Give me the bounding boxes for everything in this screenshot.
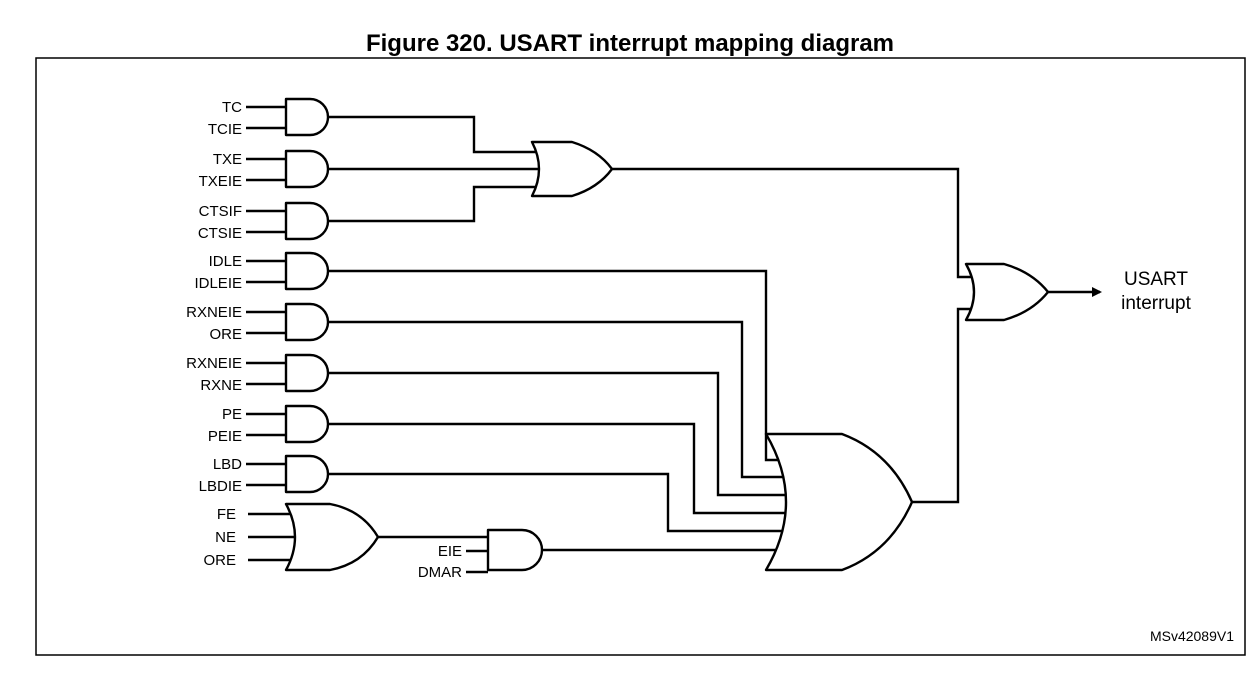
fe-label: FE	[217, 506, 236, 523]
and-gate-rxneie-ore: RXNEIE ORE	[186, 302, 330, 343]
usart-label: USART	[1124, 269, 1188, 290]
eie-label: EIE	[438, 543, 462, 560]
ctsif-label: CTSIF	[199, 203, 242, 220]
peie-label: PEIE	[208, 428, 242, 445]
reference-code: MSv42089V1	[1150, 628, 1234, 644]
figure-title: Figure 320. USART interrupt mapping diag…	[365, 30, 895, 57]
or-gate-errors: FE NE ORE	[203, 502, 380, 572]
or-gate-rx	[764, 432, 914, 572]
rxneie-label-2: RXNEIE	[186, 355, 242, 372]
wire-pe-to-or	[328, 422, 787, 515]
wire-ctsif-to-or	[328, 185, 540, 223]
dmar-label: DMAR	[418, 564, 462, 581]
and-gate-lbd: LBD LBDIE	[199, 454, 330, 495]
rxne-label: RXNE	[200, 377, 242, 394]
or-gate-final	[964, 262, 1050, 322]
ne-label: NE	[215, 529, 236, 546]
lbd-label: LBD	[213, 456, 242, 473]
ctsie-label: CTSIE	[198, 225, 242, 242]
and-gate-idle: IDLE IDLEIE	[194, 251, 330, 292]
or-gate-tx	[530, 140, 614, 198]
wire-tc-to-or	[328, 115, 540, 154]
and-gate-rxneie-rxne: RXNEIE RXNE	[186, 353, 330, 394]
and-gate-ctsif: CTSIF CTSIE	[198, 201, 330, 242]
and-gate-tc: TC TCIE	[208, 97, 330, 138]
tc-label: TC	[222, 99, 242, 116]
figure-frame	[35, 57, 1246, 656]
txe-label: TXE	[213, 151, 242, 168]
ore-label-1: ORE	[209, 326, 242, 343]
wire-idle-to-or	[328, 269, 784, 462]
pe-label: PE	[222, 406, 242, 423]
wire-rxne-to-or	[328, 371, 787, 497]
interrupt-label: interrupt	[1121, 293, 1191, 314]
wire-ore-to-or	[328, 320, 786, 479]
txeie-label: TXEIE	[199, 173, 242, 190]
idleie-label: IDLEIE	[194, 275, 242, 292]
wire-tx-or-to-final	[612, 167, 974, 279]
tcie-label: TCIE	[208, 121, 242, 138]
wire-lbd-to-or	[328, 472, 786, 533]
and-gate-eie: EIE DMAR	[418, 528, 544, 581]
lbdie-label: LBDIE	[199, 478, 242, 495]
wire-rx-or-to-final	[912, 307, 974, 504]
and-gate-txe: TXE TXEIE	[199, 149, 330, 190]
ore-label-2: ORE	[203, 552, 236, 569]
rxneie-label-1: RXNEIE	[186, 304, 242, 321]
idle-label: IDLE	[209, 253, 242, 270]
and-gate-pe: PE PEIE	[208, 404, 330, 445]
